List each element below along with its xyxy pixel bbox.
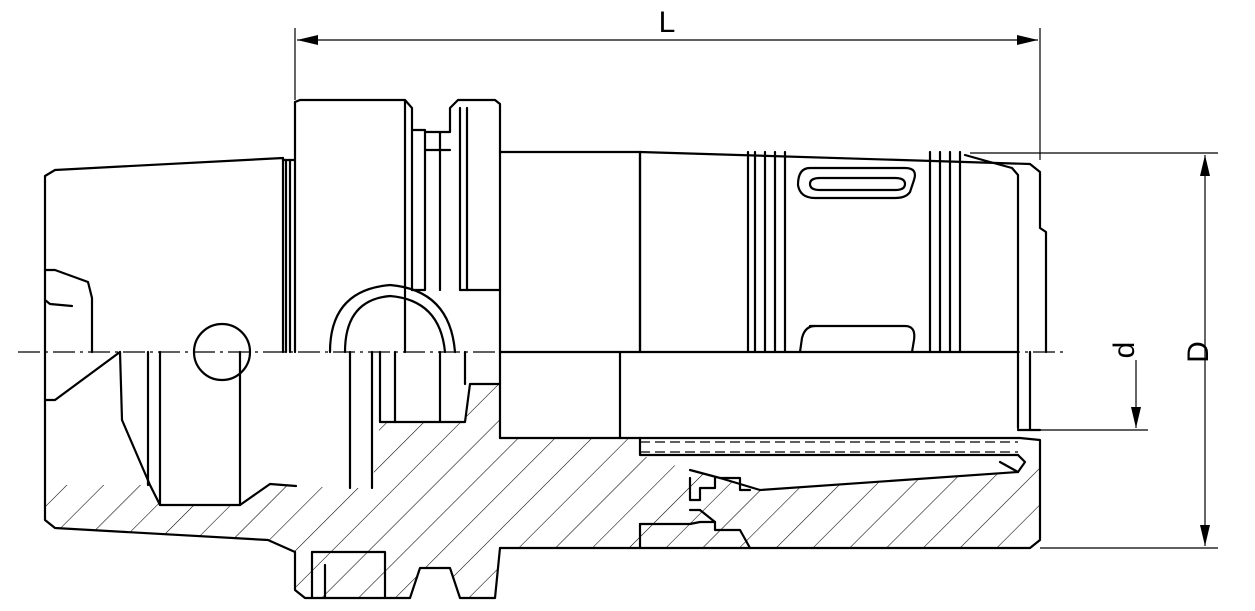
holder-outline	[43, 98, 1048, 600]
length-label: L	[659, 6, 676, 39]
outer-diameter-label: D	[1182, 341, 1215, 363]
section-hatching	[45, 384, 1040, 598]
length-dimension: L	[294, 6, 1041, 160]
bore-diameter-label: d	[1108, 342, 1141, 359]
outer-diameter-dimension: D	[970, 152, 1218, 549]
bore-diameter-dimension: d	[1020, 342, 1148, 431]
